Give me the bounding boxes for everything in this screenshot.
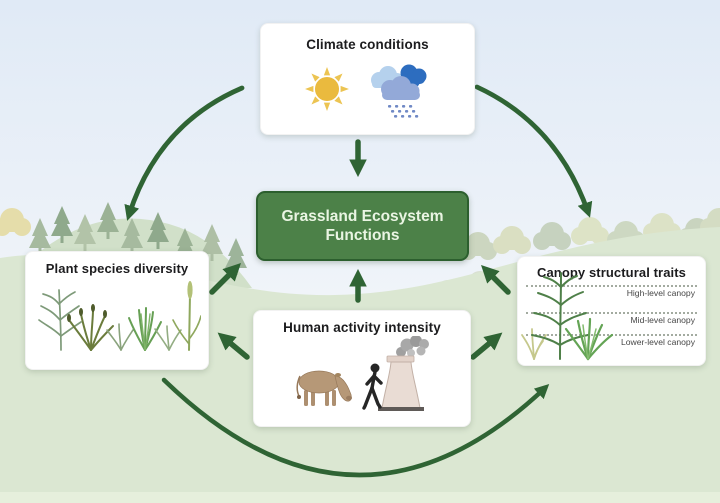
- factory-smoke: [396, 335, 429, 357]
- mid-canopy-label: Mid-level canopy: [630, 315, 695, 325]
- rain-drops: [387, 105, 418, 118]
- climate-conditions-title: Climate conditions: [306, 37, 429, 52]
- lower-canopy-label: Lower-level canopy: [620, 337, 695, 347]
- walking-person-icon: [362, 363, 383, 410]
- bottom-strip: [0, 492, 720, 503]
- sun-icon: [304, 67, 349, 111]
- green-grass-highlight: [140, 313, 151, 351]
- olive-grass-clump: [68, 309, 114, 351]
- green-grass-clump: [128, 307, 162, 351]
- grazing-cow-icon: [296, 370, 352, 406]
- high-canopy-line: [526, 285, 697, 287]
- tall-grass: [38, 289, 82, 351]
- tall-reed: [172, 281, 202, 351]
- high-canopy-plant: [531, 272, 589, 360]
- human-activity-intensity-title: Human activity intensity: [283, 320, 441, 335]
- human-activity-intensity-box: Human activity intensity: [253, 310, 471, 427]
- mid-canopy-line: [526, 312, 697, 314]
- arrow-climate-to-canopy: [474, 84, 593, 218]
- factory-cooling-tower-icon: [378, 355, 424, 411]
- layered-canopy-grass-illustration: [521, 272, 614, 361]
- plant-species-diversity-title: Plant species diversity: [45, 261, 189, 276]
- arrow-human-activity-to-plant-diversity: [217, 332, 250, 360]
- human-activity-icons: [296, 335, 429, 411]
- lower-canopy-tuft: [521, 328, 547, 360]
- arrow-human-activity-to-canopy: [470, 332, 503, 360]
- right-tree-band: [459, 208, 720, 260]
- high-canopy-label: High-level canopy: [626, 288, 695, 298]
- grassland-ecosystem-functions-box: Grassland Ecosystem Functions: [256, 191, 469, 261]
- small-grass-tuft-2: [154, 325, 182, 351]
- seed-heads: [67, 304, 107, 322]
- canopy-structural-traits-box: Canopy structural traits High-level cano…: [517, 256, 706, 366]
- rain-clouds-icon: [370, 64, 426, 118]
- small-grass-tuft: [106, 323, 134, 351]
- grass-species-illustration: [38, 281, 202, 351]
- arrow-canopy-to-gef: [481, 265, 511, 295]
- mid-canopy-highlight: [582, 324, 597, 360]
- grassland-ecosystem-functions-label: Grassland Ecosystem Functions: [281, 207, 444, 244]
- arrow-climate-to-plant-diversity: [124, 85, 245, 221]
- plant-species-diversity-box: Plant species diversity: [25, 251, 209, 370]
- climate-icons: [261, 58, 474, 120]
- arrow-plant-diversity-to-gef: [209, 263, 241, 295]
- climate-conditions-box: Climate conditions: [260, 23, 475, 135]
